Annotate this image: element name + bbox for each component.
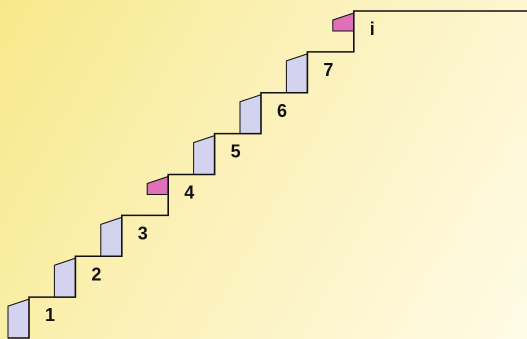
- staircase-outline: [8, 10, 527, 339]
- stair-riser-7: [285, 53, 308, 94]
- stair-riser-3: [100, 216, 123, 257]
- stair-riser-2: [53, 257, 76, 298]
- step-label-7: 7: [323, 60, 333, 80]
- step-label-5: 5: [231, 142, 241, 162]
- step-label-6: 6: [277, 101, 287, 121]
- stair-riser-i: [332, 12, 355, 32]
- stair-riser-5: [193, 134, 216, 175]
- step-label-4: 4: [184, 183, 194, 203]
- step-label-i: i: [370, 19, 375, 39]
- step-label-2: 2: [91, 264, 101, 284]
- step-label-3: 3: [138, 223, 148, 243]
- stair-riser-4: [146, 175, 169, 195]
- step-label-1: 1: [45, 305, 55, 325]
- stair-riser-6: [239, 94, 262, 135]
- stair-riser-1: [7, 298, 30, 339]
